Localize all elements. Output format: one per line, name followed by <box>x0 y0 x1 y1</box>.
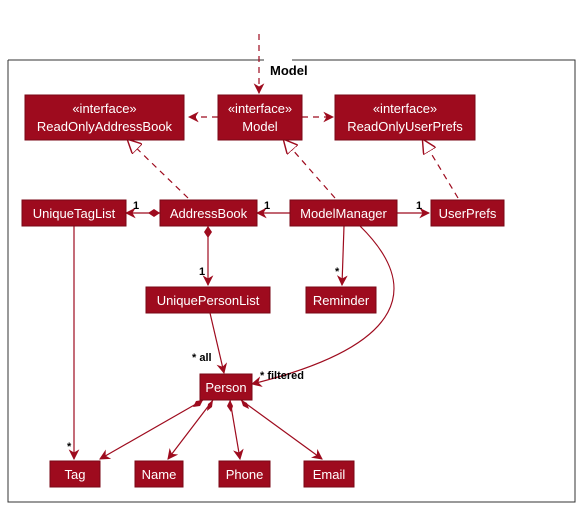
mult-person-all: * all <box>192 352 212 364</box>
composition-person-tag <box>99 399 204 460</box>
node-uniquepersonlist-label: UniquePersonList <box>157 293 260 308</box>
node-phone[interactable]: Phone <box>218 460 271 488</box>
node-userprefs-label: UserPrefs <box>439 206 497 221</box>
node-name-label: Name <box>142 467 177 482</box>
realization-modelmanager-model <box>284 140 336 199</box>
mult-uniquetaglist: 1 <box>133 200 139 212</box>
realization-addressbook-readonlyaddressbook <box>128 140 189 199</box>
composition-diamond-phone <box>227 400 233 412</box>
node-reminder-label: Reminder <box>313 293 370 308</box>
mult-addressbook: 1 <box>264 200 270 212</box>
composition-diamond-email <box>241 400 249 409</box>
node-readonlyaddressbook-label: ReadOnlyAddressBook <box>37 119 173 134</box>
association-modelmanager-reminder <box>336 225 348 287</box>
node-email[interactable]: Email <box>303 460 355 488</box>
node-reminder[interactable]: Reminder <box>305 286 377 314</box>
package-title: Model <box>270 63 308 78</box>
node-model[interactable]: «interface» Model <box>217 94 303 141</box>
mult-userprefs: 1 <box>416 200 422 212</box>
node-readonlyaddressbook-stereotype: «interface» <box>72 101 136 116</box>
node-person[interactable]: Person <box>199 373 253 401</box>
node-model-stereotype: «interface» <box>228 101 292 116</box>
node-email-label: Email <box>313 467 346 482</box>
composition-diamond-uniquetaglist <box>148 209 160 217</box>
node-person-label: Person <box>205 380 246 395</box>
node-readonlyuserprefs[interactable]: «interface» ReadOnlyUserPrefs <box>334 94 476 141</box>
composition-diamond-tag <box>193 400 203 407</box>
node-userprefs[interactable]: UserPrefs <box>430 199 505 227</box>
node-modelmanager[interactable]: ModelManager <box>289 199 398 227</box>
node-tag-label: Tag <box>65 467 86 482</box>
association-uniquepersonlist-person <box>209 312 228 375</box>
node-tag[interactable]: Tag <box>49 460 101 488</box>
node-addressbook-label: AddressBook <box>170 206 248 221</box>
node-readonlyaddressbook[interactable]: «interface» ReadOnlyAddressBook <box>24 94 185 141</box>
mult-uniquepersonlist: 1 <box>199 266 205 278</box>
association-modelmanager-person-filtered <box>250 225 395 387</box>
mult-person-filtered: * filtered <box>260 370 304 382</box>
node-modelmanager-label: ModelManager <box>300 206 387 221</box>
node-name[interactable]: Name <box>134 460 184 488</box>
mult-tag: * <box>67 441 72 453</box>
composition-person-name <box>167 399 214 460</box>
node-uniquetaglist-label: UniqueTagList <box>33 206 116 221</box>
node-readonlyuserprefs-stereotype: «interface» <box>373 101 437 116</box>
composition-diamond-name <box>207 400 213 411</box>
node-readonlyuserprefs-label: ReadOnlyUserPrefs <box>347 119 463 134</box>
realization-userprefs-readonlyuserprefs <box>423 140 459 199</box>
node-uniquetaglist[interactable]: UniqueTagList <box>21 199 127 227</box>
composition-person-email <box>240 399 323 460</box>
composition-diamond-uniquepersonlist <box>204 226 212 238</box>
node-addressbook[interactable]: AddressBook <box>159 199 258 227</box>
node-phone-label: Phone <box>226 467 264 482</box>
node-uniquepersonlist[interactable]: UniquePersonList <box>145 286 271 314</box>
mult-reminder: * <box>335 266 340 278</box>
node-model-label: Model <box>242 119 278 134</box>
model-package: Model <box>7 59 576 503</box>
